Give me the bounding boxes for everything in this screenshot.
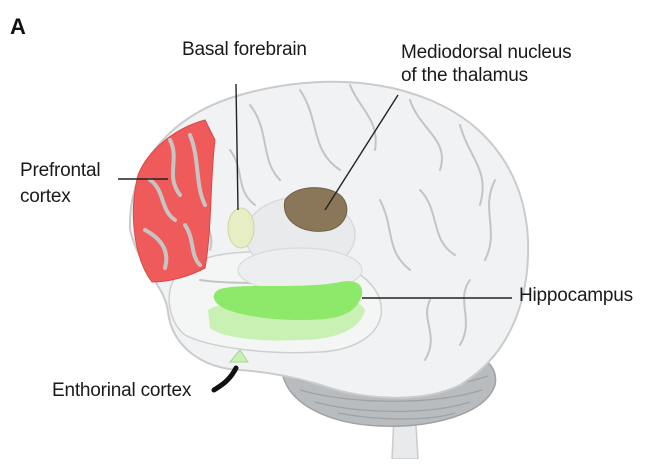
label-mediodorsal-line2: of the thalamus: [401, 65, 528, 87]
label-prefrontal-line1: Prefrontal: [20, 160, 100, 182]
enthorinal-pointer: [214, 368, 236, 390]
label-prefrontal-line2: cortex: [20, 186, 71, 208]
label-basal-forebrain: Basal forebrain: [182, 39, 307, 61]
panel-letter: A: [10, 14, 26, 40]
label-mediodorsal-line1: Mediodorsal nucleus: [401, 42, 571, 64]
basal-forebrain-region: [228, 208, 254, 248]
label-hippocampus: Hippocampus: [519, 285, 633, 307]
label-enthorinal-cortex: Enthorinal cortex: [52, 380, 191, 402]
